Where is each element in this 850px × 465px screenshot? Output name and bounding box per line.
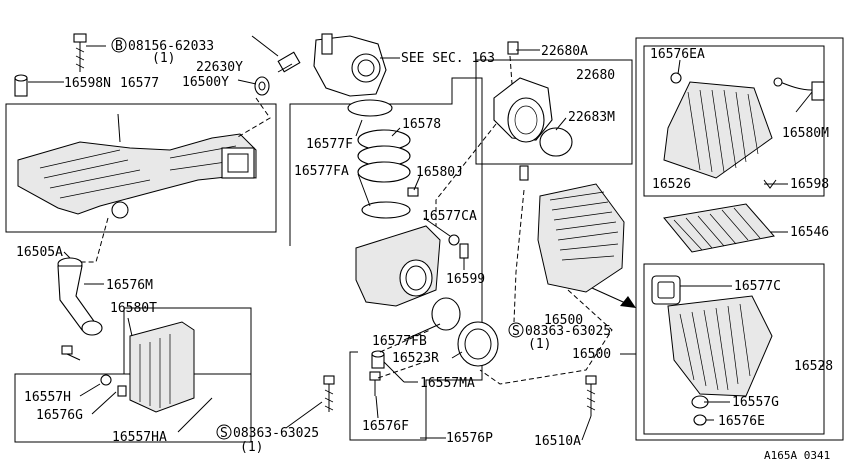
frame-16577 (5, 103, 277, 233)
label-16500Y: 16500Y (182, 75, 229, 90)
label-16577F: 16577F (306, 137, 353, 152)
label-08363-63025-center: 08363-63025 (525, 324, 611, 339)
label-16576P: 16576P (446, 431, 493, 446)
direction-arrowhead (620, 296, 636, 308)
label-16577: 16577 (120, 76, 159, 91)
label-16578: 16578 (402, 117, 441, 132)
label-16577FB: 16577FB (372, 334, 427, 349)
air-cleaner-16500 (519, 165, 625, 293)
label-16526: 16526 (652, 177, 691, 192)
gasket-22683M (539, 127, 573, 157)
throttle-body (313, 33, 387, 97)
label-08363-lower-qty: (1) (240, 440, 263, 455)
label-16576E: 16576E (718, 414, 765, 429)
label-08156-62033: 08156-62033 (128, 39, 214, 54)
label-16546: 16546 (790, 225, 829, 240)
clip-16598 (763, 179, 777, 189)
sensor-22630Y (277, 51, 301, 73)
resonator (355, 225, 441, 307)
label-22683M: 22683M (568, 110, 615, 125)
label-16500-right: 16500 (572, 347, 611, 362)
label-16528: 16528 (794, 359, 833, 374)
bolt-lower-left (61, 345, 81, 361)
air-cleaner-case-16528 (651, 275, 773, 397)
label-16598: 16598 (790, 177, 829, 192)
label-22630Y: 22630Y (196, 60, 243, 75)
grommet-16500Y (254, 76, 270, 96)
leader-lines (28, 35, 824, 441)
diagram-code: A165A 0341 (764, 449, 830, 462)
frame-16526 (643, 45, 825, 197)
label-16576F: 16576F (362, 419, 409, 434)
label-16557G: 16557G (732, 395, 779, 410)
label-16577FA: 16577FA (294, 164, 349, 179)
clamp-16577FB (431, 297, 461, 331)
bolt-08363-lower (323, 375, 335, 412)
label-16500-center: 16500 (544, 313, 583, 328)
label-16557H: 16557H (24, 390, 71, 405)
circle-b-marker (111, 37, 127, 53)
bolt-16510A (585, 375, 597, 416)
filter-16546 (663, 203, 775, 253)
label-16505A: 16505A (16, 245, 63, 260)
bolt-16576E (693, 414, 707, 426)
label-16576G: 16576G (36, 408, 83, 423)
mount-16557MA (371, 350, 385, 369)
frame-16576P (289, 77, 483, 441)
hose-16578 (357, 129, 411, 183)
label-16523R: 16523R (392, 351, 439, 366)
label-16599: 16599 (446, 272, 485, 287)
label-16580T: 16580T (110, 301, 157, 316)
filter-16526 (663, 72, 773, 179)
label-22680: 22680 (576, 68, 615, 83)
label-see-sec-163: SEE SEC. 163 (401, 51, 495, 66)
circle-s-marker-2 (508, 322, 524, 338)
label-16557HA: 16557HA (112, 430, 167, 445)
label-16510A: 16510A (534, 434, 581, 449)
bolt-16599 (459, 243, 469, 259)
circle-b-text: B (115, 39, 123, 54)
bolt-08156 (73, 33, 87, 72)
air-duct-16577 (17, 133, 257, 219)
frame-16528 (635, 37, 844, 441)
circle-s-text-2: S (512, 324, 520, 339)
clamp-16577F (347, 99, 393, 117)
frame-22680 (475, 59, 633, 165)
dashed-connection-lines (78, 55, 613, 385)
label-16580M: 16580M (782, 126, 829, 141)
hose-16505A (57, 257, 103, 336)
clip-16598N (14, 74, 28, 97)
hose-16523R (457, 321, 499, 367)
bolt-16557H (100, 374, 112, 386)
label-16577CA: 16577CA (422, 209, 477, 224)
bolt-16576F (369, 371, 381, 396)
clamp-16577FA (361, 201, 411, 219)
label-16580J: 16580J (416, 165, 463, 180)
label-16576M: 16576M (106, 278, 153, 293)
circle-s-text-1: S (220, 426, 228, 441)
frame-16528-inner (643, 263, 825, 435)
sensor-16580M (773, 77, 825, 101)
label-08363-center-qty: (1) (528, 337, 551, 352)
clip-16577CA (448, 234, 460, 246)
frame-16580T-top (123, 307, 252, 374)
bolt-16576G (117, 385, 127, 397)
resonator-16580T (129, 321, 195, 413)
label-16598N: 16598N (64, 76, 111, 91)
circle-s-marker-1 (216, 424, 232, 440)
label-08363-63025-lower: 08363-63025 (233, 426, 319, 441)
label-22680A: 22680A (541, 44, 588, 59)
label-16557MA: 16557MA (420, 376, 475, 391)
label-16576EA: 16576EA (650, 47, 705, 62)
clip-16580J (407, 187, 419, 197)
label-08156-qty: (1) (152, 51, 175, 66)
label-16577C: 16577C (734, 279, 781, 294)
air-flow-meter-22680 (493, 41, 553, 143)
